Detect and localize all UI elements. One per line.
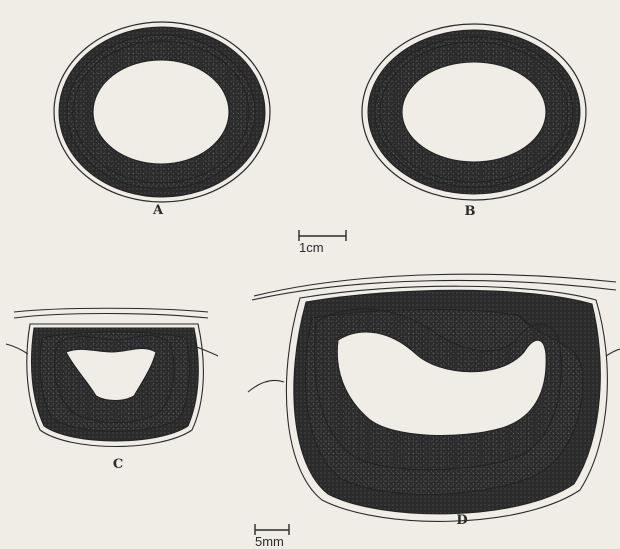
panel-c-label: C [113,457,123,472]
scale-bar-top-label: 1cm [299,240,324,255]
panel-b-label: B [465,204,476,219]
panel-a-lumen [93,60,229,164]
panel-c-tissue-line-top [14,314,208,319]
panel-a: A [54,22,270,218]
scale-bar-bottom: 5mm [255,524,289,549]
scale-bar-bottom-label: 5mm [255,534,284,549]
panel-d-vessel-left [248,380,284,392]
panel-c-vessel-left [6,344,28,354]
panel-b-lumen [402,62,546,162]
panel-a-label: A [152,203,164,218]
panel-b: B [362,24,586,219]
panel-c: C [6,308,218,472]
panel-d: D [248,274,620,528]
scale-bar-top: 1cm [299,230,346,255]
panel-c-tissue-line-top-2 [14,308,208,312]
panel-d-label: D [456,513,467,528]
panel-d-vessel-right [606,349,620,356]
